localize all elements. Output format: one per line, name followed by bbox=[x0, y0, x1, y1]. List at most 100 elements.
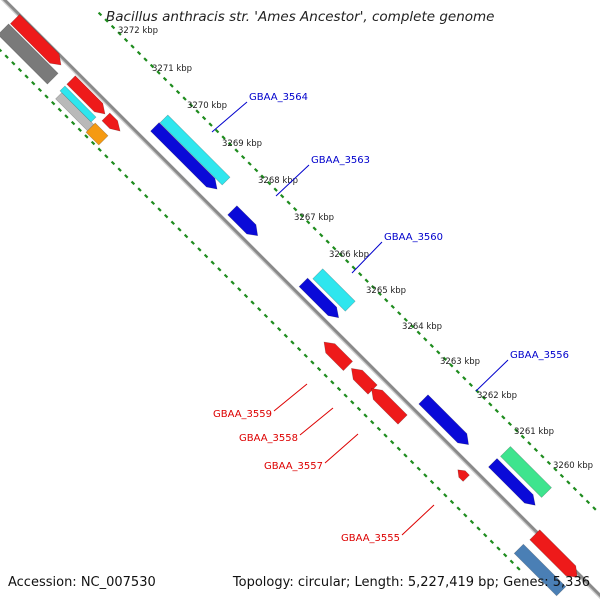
inner-tick bbox=[436, 486, 441, 491]
inner-tick bbox=[117, 167, 122, 172]
inner-tick bbox=[64, 114, 69, 119]
inner-tick bbox=[137, 187, 142, 192]
blue-feature bbox=[298, 277, 340, 319]
inner-tick bbox=[250, 300, 255, 305]
inner-tick bbox=[170, 220, 175, 225]
accession-text: Accession: NC_007530 bbox=[8, 575, 156, 590]
gene-label-forward: GBAA_3556 bbox=[510, 350, 569, 361]
inner-tick bbox=[429, 479, 435, 485]
inner-tick bbox=[423, 473, 428, 478]
outer-tick bbox=[319, 233, 324, 238]
inner-tick bbox=[223, 273, 229, 279]
inner-tick bbox=[276, 326, 282, 332]
inner-tick bbox=[483, 533, 488, 538]
inner-tick bbox=[389, 439, 395, 445]
outer-tick bbox=[436, 350, 441, 355]
inner-tick bbox=[177, 227, 182, 232]
scale-tick-label: 3260 kbp bbox=[553, 461, 593, 471]
outer-tick bbox=[527, 441, 532, 446]
outer-tick bbox=[338, 252, 343, 257]
outer-tick bbox=[507, 421, 513, 427]
inner-tick bbox=[11, 61, 16, 66]
outer-tick bbox=[540, 454, 545, 459]
outer-tick bbox=[488, 402, 493, 407]
orange-feature bbox=[85, 122, 109, 146]
inner-tick bbox=[44, 94, 49, 99]
outer-tick bbox=[188, 102, 194, 108]
outer-tick bbox=[117, 31, 122, 36]
blue-feature bbox=[150, 122, 218, 190]
outer-tick bbox=[494, 408, 500, 414]
outer-tick bbox=[130, 44, 135, 49]
outer-tick bbox=[266, 180, 272, 186]
inner-tick bbox=[403, 453, 408, 458]
scale-tick-label: 3269 kbp bbox=[222, 139, 262, 149]
gene-leader-line bbox=[273, 383, 308, 412]
inner-tick bbox=[310, 360, 315, 365]
outer-tick bbox=[384, 298, 389, 303]
inner-tick bbox=[463, 513, 468, 518]
outer-tick bbox=[442, 356, 447, 361]
scale-tick-label: 3261 kbp bbox=[514, 427, 554, 437]
blue-feature bbox=[488, 458, 536, 506]
outer-tick bbox=[253, 167, 259, 173]
outer-tick bbox=[123, 37, 129, 43]
inner-tick bbox=[356, 406, 362, 412]
outer-tick bbox=[234, 148, 239, 153]
outer-tick bbox=[104, 18, 109, 23]
scale-tick-label: 3265 kbp bbox=[366, 286, 406, 296]
inner-tick bbox=[516, 566, 521, 571]
outer-tick bbox=[221, 135, 226, 140]
gene-leader-line bbox=[299, 407, 334, 436]
inner-tick bbox=[124, 174, 129, 179]
inner-tick bbox=[70, 120, 76, 126]
inner-tick bbox=[217, 267, 222, 272]
gene-labels: GBAA_3564GBAA_3563GBAA_3560GBAA_3556GBAA… bbox=[211, 92, 569, 544]
outer-tick bbox=[429, 343, 434, 348]
outer-tick bbox=[449, 363, 454, 368]
inner-tick bbox=[50, 100, 56, 106]
outer-tick bbox=[299, 213, 304, 218]
gene-label-forward: GBAA_3563 bbox=[311, 155, 370, 166]
outer-tick bbox=[358, 272, 363, 277]
blue-feature bbox=[418, 394, 469, 445]
inner-tick-ring bbox=[0, 48, 521, 571]
inner-tick bbox=[90, 140, 96, 146]
inner-tick bbox=[183, 233, 189, 239]
outer-tick bbox=[553, 467, 558, 472]
inner-tick bbox=[157, 207, 162, 212]
inner-tick bbox=[203, 253, 209, 259]
outer-tick bbox=[325, 239, 330, 244]
outer-tick bbox=[520, 434, 526, 440]
inner-tick bbox=[144, 194, 149, 199]
outer-tick bbox=[351, 265, 356, 270]
cyan-feature bbox=[59, 85, 97, 123]
outer-tick bbox=[169, 83, 174, 88]
inner-tick bbox=[409, 459, 415, 465]
inner-tick bbox=[110, 160, 116, 166]
scale-tick-label: 3270 kbp bbox=[187, 101, 227, 111]
outer-tick bbox=[592, 506, 597, 511]
inner-tick bbox=[496, 546, 501, 551]
outer-tick bbox=[292, 206, 298, 212]
gene-leader-line bbox=[211, 101, 248, 133]
scale-tick-label: 3272 kbp bbox=[118, 26, 158, 36]
outer-tick bbox=[247, 161, 252, 166]
gene-label-reverse: GBAA_3555 bbox=[341, 533, 400, 544]
genome-title: Bacillus anthracis str. 'Ames Ancestor',… bbox=[106, 9, 495, 25]
gene-label-forward: GBAA_3560 bbox=[384, 232, 443, 243]
inner-tick bbox=[456, 506, 461, 511]
outer-tick bbox=[305, 219, 311, 225]
outer-tick bbox=[462, 376, 467, 381]
red-feature bbox=[529, 529, 578, 578]
feature-track bbox=[0, 13, 578, 597]
outer-tick bbox=[390, 304, 395, 309]
outer-tick bbox=[279, 193, 285, 199]
inner-tick bbox=[502, 552, 508, 558]
outer-tick bbox=[273, 187, 278, 192]
inner-tick bbox=[376, 426, 382, 432]
inner-tick bbox=[396, 446, 401, 451]
red-feature bbox=[371, 388, 408, 425]
gene-leader-line bbox=[324, 433, 359, 464]
